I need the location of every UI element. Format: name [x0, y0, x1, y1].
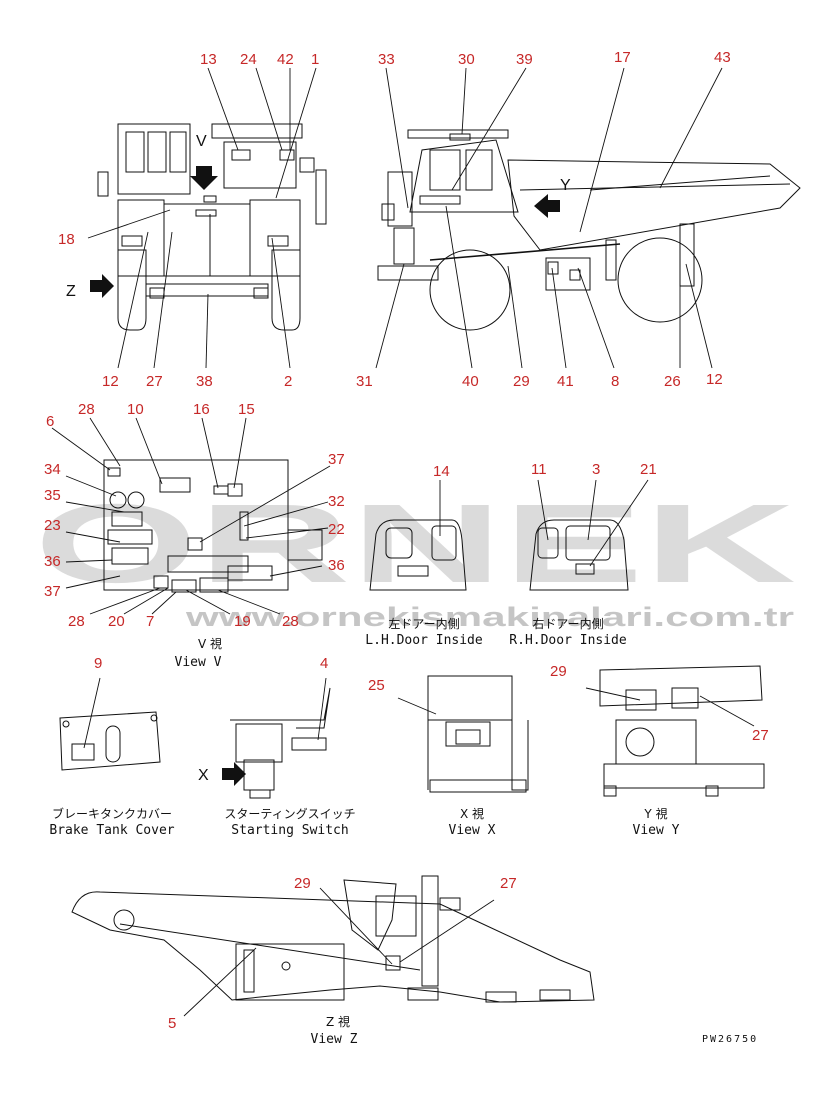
view-y-drawing — [585, 665, 765, 797]
callout-number: 28 — [78, 401, 95, 418]
callout-number: 13 — [200, 51, 217, 68]
callout-number: 15 — [238, 401, 255, 418]
callout-number: 38 — [196, 373, 213, 390]
watermark: ORNEK www.ornekismakinalari.com.tr — [34, 481, 796, 632]
caption-left-door-jp: 左ドアー内側 — [388, 616, 459, 631]
caption-view-y-en: View Y — [633, 823, 680, 838]
view-marker-z: Z — [66, 283, 76, 300]
callout-number: 35 — [44, 487, 61, 504]
caption-view-v-jp: V 視 — [198, 636, 222, 651]
view-v-drawing — [51, 417, 331, 615]
callout-number: 17 — [614, 49, 631, 66]
callout-number: 9 — [94, 655, 102, 672]
callout-number: 29 — [550, 663, 567, 680]
callout-number: 4 — [320, 655, 328, 672]
callout-number: 1 — [311, 51, 319, 68]
callout-number: 19 — [234, 613, 251, 630]
view-marker-x: X — [198, 767, 209, 784]
callout-number: 16 — [193, 401, 210, 418]
callout-number: 3 — [592, 461, 600, 478]
callout-number: 26 — [664, 373, 681, 390]
callout-number: 33 — [378, 51, 395, 68]
view-marker-v: V — [196, 133, 207, 150]
caption-right-door-en: R.H.Door Inside — [509, 633, 627, 648]
view-marker-y: Y — [560, 177, 571, 194]
callout-number: 41 — [557, 373, 574, 390]
side-view-drawing: Y — [375, 67, 801, 369]
caption-view-x-jp: X 視 — [460, 806, 484, 821]
doors-drawing — [369, 479, 649, 591]
callout-number: 7 — [146, 613, 154, 630]
watermark-brand: ORNEK — [34, 481, 796, 606]
callout-number: 28 — [68, 613, 85, 630]
callout-number: 37 — [328, 451, 345, 468]
callout-number: 43 — [714, 49, 731, 66]
watermark-url: www.ornekismakinalari.com.tr — [184, 602, 794, 632]
caption-view-z-jp: Z 視 — [326, 1014, 350, 1029]
callout-number: 32 — [328, 493, 345, 510]
callout-number: 31 — [356, 373, 373, 390]
callout-number: 37 — [44, 583, 61, 600]
front-view-drawing: V Z — [66, 67, 327, 369]
caption-brake-tank-en: Brake Tank Cover — [49, 823, 174, 838]
callout-number: 14 — [433, 463, 450, 480]
view-x-drawing — [397, 675, 529, 793]
callout-number: 36 — [328, 557, 345, 574]
caption-view-x-en: View X — [449, 823, 496, 838]
callout-number: 36 — [44, 553, 61, 570]
callout-number: 2 — [284, 373, 292, 390]
callout-number: 21 — [640, 461, 657, 478]
callout-numbers: 13 24 42 1 18 12 27 38 2 33 30 39 17 43 … — [44, 49, 769, 1032]
caption-view-z-en: View Z — [311, 1032, 358, 1047]
caption-starting-switch-en: Starting Switch — [231, 823, 348, 838]
callout-number: 10 — [127, 401, 144, 418]
callout-number: 30 — [458, 51, 475, 68]
caption-view-v-en: View V — [175, 655, 222, 670]
callout-number: 27 — [500, 875, 517, 892]
callout-number: 25 — [368, 677, 385, 694]
caption-right-door-jp: 右ドアー内側 — [532, 616, 603, 631]
callout-number: 42 — [277, 51, 294, 68]
brake-tank-cover-drawing — [59, 677, 161, 771]
callout-number: 23 — [44, 517, 61, 534]
callout-number: 27 — [146, 373, 163, 390]
callout-number: 29 — [513, 373, 530, 390]
captions: V 視 View V 左ドアー内側 L.H.Door Inside 右ドアー内側… — [49, 616, 758, 1047]
caption-brake-tank-jp: ブレーキタンクカバー — [52, 806, 172, 821]
view-z-drawing — [71, 875, 595, 1017]
callout-number: 34 — [44, 461, 61, 478]
callout-number: 39 — [516, 51, 533, 68]
callout-number: 24 — [240, 51, 257, 68]
callout-number: 12 — [706, 371, 723, 388]
callout-number: 40 — [462, 373, 479, 390]
callout-number: 28 — [282, 613, 299, 630]
drawing-code: PW26750 — [702, 1034, 758, 1045]
callout-number: 29 — [294, 875, 311, 892]
callout-number: 5 — [168, 1015, 176, 1032]
caption-starting-switch-jp: スターティングスイッチ — [224, 807, 355, 821]
starting-switch-drawing: X — [198, 677, 331, 799]
callout-number: 11 — [531, 461, 547, 478]
callout-number: 8 — [611, 373, 619, 390]
callout-number: 27 — [752, 727, 769, 744]
callout-number: 12 — [102, 373, 119, 390]
callout-number: 20 — [108, 613, 125, 630]
caption-left-door-en: L.H.Door Inside — [365, 633, 483, 648]
callout-number: 22 — [328, 521, 345, 538]
caption-view-y-jp: Y 視 — [643, 806, 667, 821]
callout-number: 18 — [58, 231, 75, 248]
callout-number: 6 — [46, 413, 54, 430]
